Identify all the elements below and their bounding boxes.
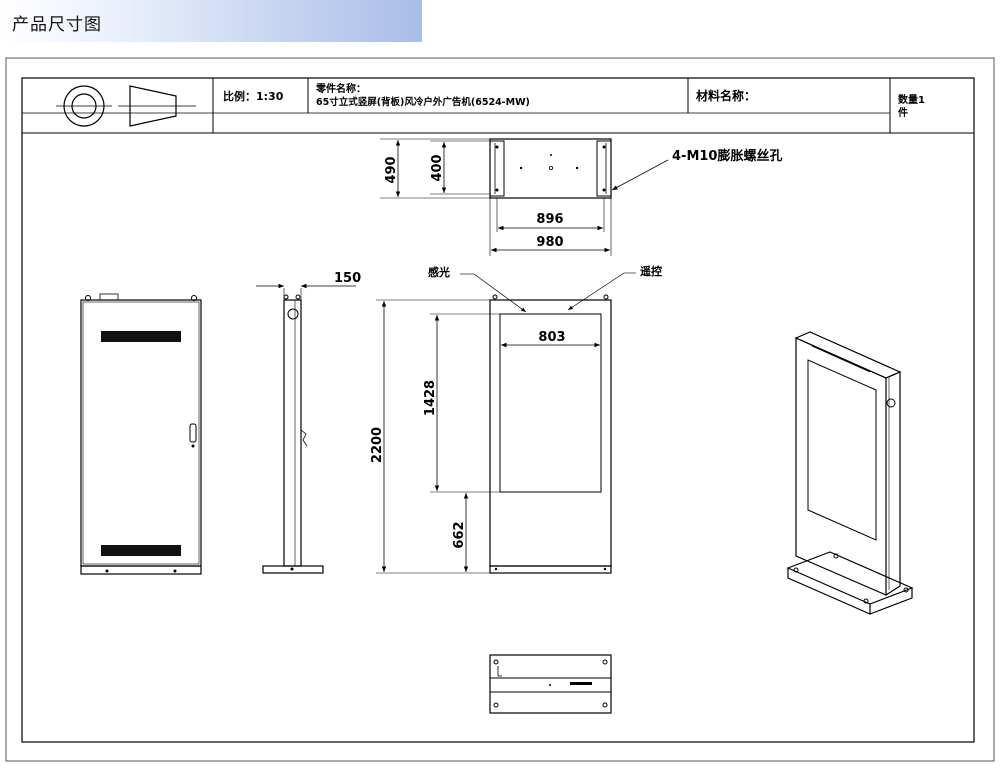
quantity-unit: 件: [898, 106, 908, 119]
dim-thickness: 150: [334, 271, 361, 286]
title-block: 比例：1:30 零件名称： 65寸立式竖屏(背板)风冷户外广告机(6524-MW…: [22, 78, 974, 134]
page-title: 产品尺寸图: [12, 15, 102, 35]
projection-symbol: [56, 85, 196, 127]
rear-vent-bottom: [101, 545, 181, 556]
part-name: 65寸立式竖屏(背板)风冷户外广告机(6524-MW): [316, 96, 530, 108]
material-label: 材料名称：: [695, 88, 756, 103]
dim-hole-spacing: 896: [536, 212, 563, 227]
sheet-border: [5, 57, 995, 762]
bottom-view: [489, 654, 612, 714]
drawing-frame: [21, 77, 975, 743]
dim-screen-height: 1428: [423, 380, 438, 416]
dim-bottom: 662: [452, 521, 467, 548]
label-sensor: 感光: [428, 265, 450, 279]
iso-screen: [807, 359, 877, 541]
door-handle: [189, 423, 197, 443]
part-name-label: 零件名称：: [315, 82, 366, 95]
dim-width: 980: [536, 235, 563, 250]
isometric-view: [786, 331, 914, 615]
side-view: 150: [256, 271, 361, 574]
dim-screen-width: 803: [538, 330, 565, 345]
top-view: 490 400 896 980 4-M10膨胀螺丝孔: [380, 138, 782, 256]
screen-area: [499, 313, 602, 493]
quantity-label: 数量1: [898, 93, 925, 106]
label-remote: 遥控: [640, 264, 662, 278]
hole-callout: 4-M10膨胀螺丝孔: [672, 148, 782, 164]
dim-total-height: 2200: [370, 427, 385, 463]
dim-depth-inner: 400: [430, 154, 445, 181]
scale-label: 比例：1:30: [223, 89, 284, 103]
rear-vent-top: [101, 331, 181, 342]
front-view: 感光 遥控 803 1428 2200 662: [370, 264, 662, 574]
dim-depth-outer: 490: [384, 156, 399, 183]
rear-view: [80, 293, 202, 575]
header-bar: 产品尺寸图: [0, 0, 422, 42]
